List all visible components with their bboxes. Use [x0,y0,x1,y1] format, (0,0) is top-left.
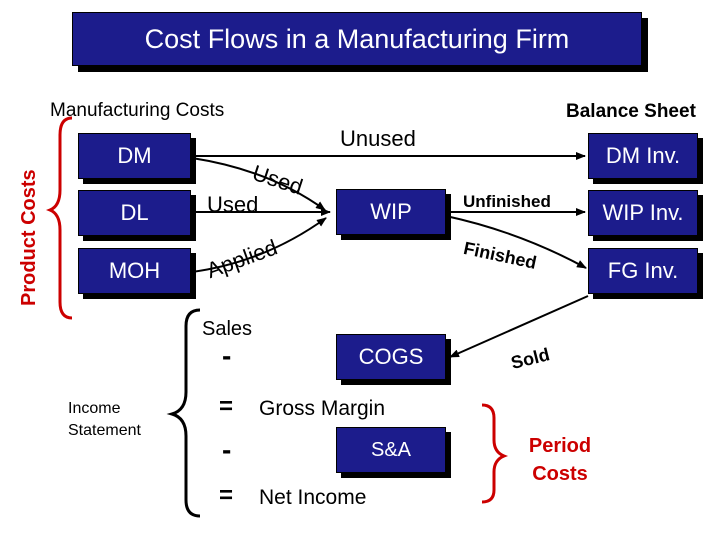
income-statement-brace [166,308,201,518]
sales-label: Sales [202,318,253,340]
finished-arrow [445,215,587,269]
equals-net-income: = [219,482,234,509]
moh-label: MOH [108,258,161,283]
dl-label: DL [120,200,149,225]
unused-label: Unused [340,126,416,151]
fg-inv-label: FG Inv. [607,258,679,283]
wip-inv-label: WIP Inv. [602,200,684,225]
dm-box: DM [78,133,191,179]
dl-box: DL [78,190,191,236]
dm-inv-label: DM Inv. [605,143,681,168]
title-banner: Cost Flows in a Manufacturing Firm [72,12,642,66]
period-costs-label: Period Costs [528,435,592,485]
used-label: Used [207,192,259,217]
wip-label: WIP [370,199,412,224]
product-costs-brace [45,116,73,320]
fg-inv-box: FG Inv. [588,248,698,294]
sa-box: S&A [336,427,446,473]
sa-label: S&A [370,438,412,461]
unfinished-label: Unfinished [463,192,551,211]
period-costs-brace [481,403,509,504]
income-statement-label: Income Statement [68,400,141,439]
dm-label: DM [117,143,152,168]
balance-sheet-label: Balance Sheet [566,101,696,122]
page-title: Cost Flows in a Manufacturing Firm [144,23,570,54]
moh-box: MOH [78,248,191,294]
manufacturing-costs-label: Manufacturing Costs [50,100,225,121]
wip-box: WIP [336,189,446,235]
equals-gross-margin: = [219,393,234,420]
sold-arrow [449,295,589,358]
dm-inv-box: DM Inv. [588,133,698,179]
used-arrow [191,157,326,211]
minus-cogs: - [222,340,232,371]
wip-inv-box: WIP Inv. [588,190,698,236]
applied-arrow [191,217,327,273]
minus-sa: - [222,434,232,465]
gross-margin-label: Gross Margin [259,397,386,420]
net-income-label: Net Income [259,486,367,509]
cogs-box: COGS [336,334,446,380]
cogs-label: COGS [358,344,424,369]
